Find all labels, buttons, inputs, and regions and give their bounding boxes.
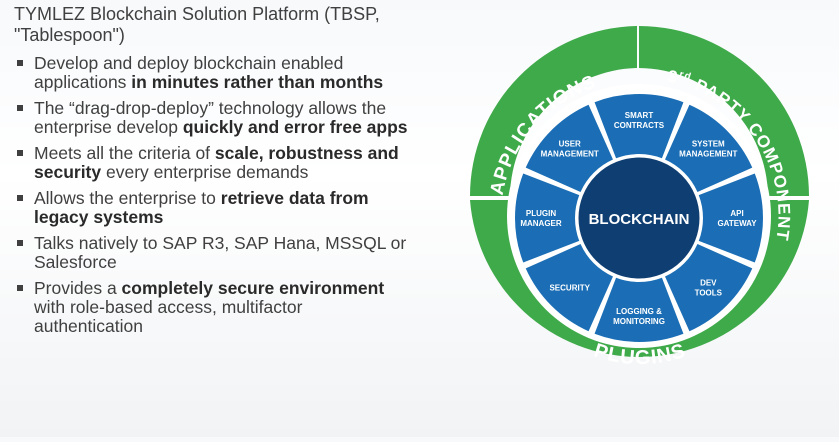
segment-wedge [698,173,763,263]
bullet-item: Develop and deploy blockchain enabled ap… [14,54,414,92]
segment-wedge [665,244,753,332]
bullet-item: Meets all the criteria of scale, robustn… [14,144,414,182]
segment-label: SYSTEM [692,140,725,149]
segment-label: MANAGER [520,219,562,228]
bullet-emphasis: in minutes rather than months [131,72,384,92]
bullet-item: The “drag-drop-deploy” technology allows… [14,99,414,137]
bullet-text: Allows the enterprise to [34,188,221,208]
bullet-emphasis: completely secure environment [121,278,385,298]
blockchain-label: BLOCKCHAIN [589,211,690,228]
intro-text: TYMLEZ Blockchain Solution Platform (TBS… [14,4,380,45]
segment-label: CONTRACTS [614,121,665,130]
segment-label: GATEWAY [717,219,757,228]
segment-label: LOGGING & [616,307,662,316]
bullet-text: The “drag-drop-deploy” technology allows… [34,98,387,137]
bullet-square-icon [17,105,23,111]
bullet-emphasis: quickly and error free apps [182,117,408,137]
segment-label: MANAGEMENT [541,150,599,159]
applications-sector [470,26,637,196]
segment-label: MONITORING [613,317,665,326]
bullet-square-icon [17,150,23,156]
segment-label: PLUGIN [526,209,556,218]
bullet-square-icon [17,285,23,291]
segment-label: TOOLS [695,288,723,297]
segment-label: SECURITY [549,283,590,292]
plugins-sector [470,200,809,357]
bullet-item: Allows the enterprise to retrieve data f… [14,189,414,227]
bullet-text: Talks natively to SAP R3, SAP Hana, MSSQ… [34,233,407,272]
bullet-square-icon [17,195,23,201]
bullet-square-icon [17,240,23,246]
bullet-list: Develop and deploy blockchain enabled ap… [14,54,414,336]
segment-wedge [594,94,684,159]
bullet-text: Develop and deploy blockchain enabled ap… [34,53,344,92]
segment-wedge [525,104,613,192]
platform-wheel: SMARTCONTRACTSSYSTEMMANAGEMENTAPIGATEWAY… [434,0,809,369]
bullet-item: Provides a completely secure environment… [14,279,414,336]
bullet-text: every enterprise demands [101,162,309,182]
bullet-emphasis: retrieve data from legacy systems [34,188,369,227]
segment-label: DEV [700,278,717,287]
bullet-text: Meets all the criteria of [34,143,215,163]
bullet-text: Provides a [34,278,122,298]
third-party-sector [639,26,809,196]
feature-list-panel: TYMLEZ Blockchain Solution Platform (TBS… [14,4,414,343]
segment-wedge [525,244,613,332]
segment-ring: SMARTCONTRACTSSYSTEMMANAGEMENTAPIGATEWAY… [515,94,763,343]
blockchain-core [575,154,703,282]
segment-label: API [730,209,743,218]
bullet-text: with role-based access, multifactor auth… [34,297,303,336]
segment-label: SMART [625,111,654,120]
outer-ring [470,26,809,357]
bullet-emphasis: scale, robustness and security [34,143,399,182]
segment-wedge [515,173,580,263]
segment-wedge [594,277,684,343]
segment-wedge [665,104,753,192]
bullet-square-icon [17,60,23,66]
bullet-item: Talks natively to SAP R3, SAP Hana, MSSQ… [14,234,414,272]
segment-label: MANAGEMENT [679,150,737,159]
segment-label: USER [559,140,581,149]
